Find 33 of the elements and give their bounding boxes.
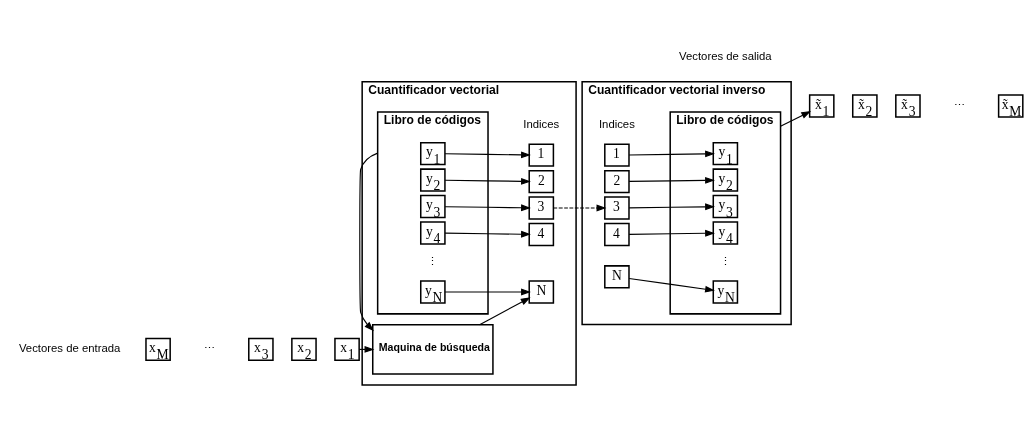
label: ⋮	[719, 254, 731, 267]
arrow	[443, 288, 531, 295]
arrow	[628, 277, 715, 293]
label: ⋮	[426, 254, 438, 267]
arrow	[478, 296, 531, 325]
node-box: N	[603, 264, 630, 289]
arrow	[628, 176, 715, 184]
node-box: 4	[603, 222, 630, 246]
node-box: N	[527, 279, 554, 304]
arrow	[358, 152, 378, 331]
node-box: 1	[603, 142, 630, 167]
label: Indices	[522, 117, 559, 130]
node-box: 4	[527, 222, 554, 246]
label: ⋯	[953, 98, 965, 111]
label: Vectores de salida	[678, 49, 772, 62]
arrow	[443, 150, 531, 158]
node-box: 3	[603, 195, 630, 220]
node-box: 2	[527, 169, 554, 193]
arrow	[443, 203, 531, 211]
arrow	[552, 204, 606, 211]
arrow	[628, 149, 715, 157]
node-box: Maquina de búsqueda	[371, 323, 494, 375]
arrow	[443, 230, 531, 238]
node-box: 3	[527, 195, 554, 220]
arrow	[779, 110, 811, 127]
label: ⋯	[203, 341, 215, 354]
arrow	[628, 229, 715, 237]
node-box: 1	[527, 142, 554, 167]
arrow	[443, 177, 531, 185]
label: Vectores de entrada	[18, 341, 120, 354]
arrow	[628, 202, 715, 210]
node-box: 2	[603, 169, 630, 193]
label: Indices	[598, 117, 635, 130]
